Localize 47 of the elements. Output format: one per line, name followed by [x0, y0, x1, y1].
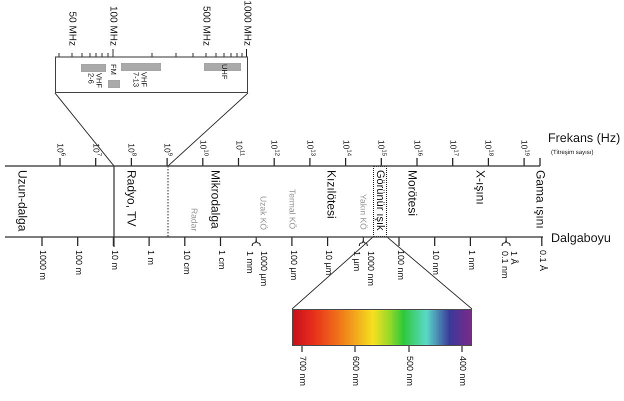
tick-label: 100 m: [73, 250, 83, 276]
visible-light-region: [373, 166, 387, 237]
tick-label: 1000 MHz: [241, 0, 252, 46]
band-name: Radyo, TV: [124, 170, 138, 226]
visible-spectrum-bar: [292, 309, 472, 346]
tick-label: 100 µm: [288, 250, 298, 280]
zoom-line: [168, 92, 248, 166]
band-name: Morötesi: [405, 170, 419, 216]
tick-label: 1000 m: [37, 250, 47, 280]
band-name: Mikrodalga: [208, 170, 222, 229]
tick-label: 1 µm: [351, 251, 361, 272]
tick-label: 0.1 nm: [499, 251, 509, 279]
tick-label: 500 nm: [404, 356, 414, 386]
zoom-line: [292, 236, 374, 310]
region-label: Görünür ışık: [374, 170, 386, 231]
tick-label: 100 nm: [395, 250, 405, 280]
tick-label: 10 nm: [430, 250, 440, 276]
tick-label: 700 nm: [297, 356, 307, 386]
sub-band-name: Yakın KÖ: [358, 194, 368, 230]
band-name: Gama ışını: [533, 170, 547, 229]
band-name: Kızılötesi: [324, 170, 338, 219]
tick-label: 400 nm: [457, 356, 467, 386]
tick-label: 10 µm: [323, 250, 333, 276]
zoom-line: [54, 92, 114, 166]
frequency-detail-box: [55, 57, 248, 93]
tick-label: 600 nm: [350, 356, 360, 386]
sub-band-name: Termal KÖ: [287, 189, 297, 230]
band-name: X-ışını: [473, 170, 487, 205]
tick-label: 50 MHz: [66, 12, 78, 46]
axis-title: Dalgaboyu: [551, 232, 611, 246]
tick-label: 1000 µm: [258, 251, 268, 286]
tick-label: 1 m: [145, 250, 155, 266]
tick-label: 0.1 Å: [537, 250, 547, 272]
tick-label: 1000 nm: [365, 251, 375, 286]
tick-label: 1 cm: [216, 250, 226, 270]
sub-band-name: Radar: [189, 208, 199, 232]
axis-title: Frekans (Hz): [548, 132, 620, 146]
tick-label: 10 cm: [181, 250, 191, 275]
zoom-line: [386, 236, 472, 310]
band-name: Uzun-dalga: [15, 170, 29, 232]
tick-label: 10 m: [109, 250, 119, 270]
tick-label: 500 MHz: [200, 6, 212, 46]
tick-label: 1 mm: [244, 251, 254, 274]
tick-label: 100 MHz: [108, 6, 118, 46]
tick-label: 1 nm: [466, 250, 476, 270]
tick-label: 1 Å: [508, 251, 518, 265]
sub-band-name: Uzak KÖ: [258, 196, 268, 230]
